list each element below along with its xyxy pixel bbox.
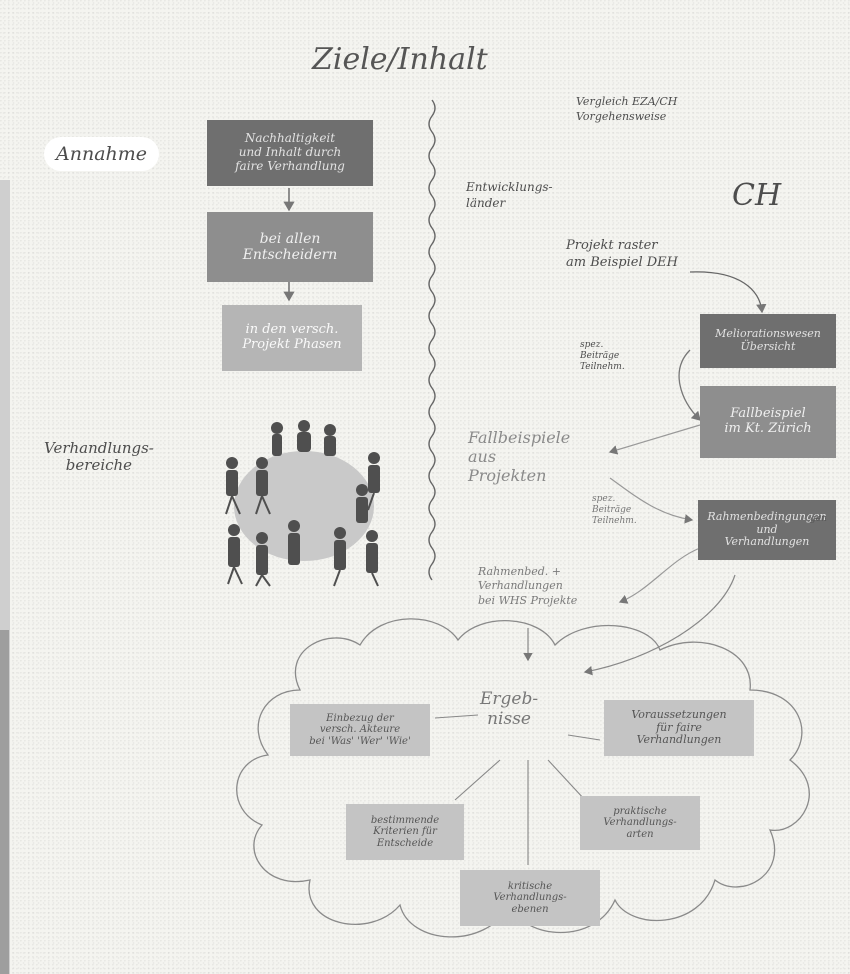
- project-grid-label: Projekt raster am Beispiel DEH: [566, 238, 678, 270]
- result-item-critical-levels: kritische Verhandlungs- ebenen: [460, 870, 600, 926]
- ch-label: CH: [732, 178, 782, 213]
- page-title: Ziele/Inhalt: [312, 42, 488, 77]
- melioration-box: Meliorationswesen Übersicht: [700, 314, 836, 368]
- result-item-prerequisites: Voraussetzungen für faire Verhandlungen: [604, 700, 754, 756]
- case-example-box: Fallbeispiel im Kt. Zürich: [700, 386, 836, 458]
- framework-box-suffix: gen: [810, 514, 827, 524]
- wavy-divider: [428, 99, 436, 581]
- left-box-1: Nachhaltigkeit und Inhalt durch faire Ve…: [207, 120, 373, 186]
- result-item-criteria: bestimmende Kriterien für Entscheide: [346, 804, 464, 860]
- people-illustration: [225, 420, 380, 587]
- case-examples-label: Fallbeispiele aus Projekten: [468, 428, 571, 486]
- assumption-label: Annahme: [44, 137, 160, 171]
- contributions-label-2: spez. Beiträge Teilnehm.: [592, 494, 637, 526]
- results-cloud: [236, 618, 810, 938]
- result-item-actors: Einbezug der versch. Akteure bei 'Was' '…: [290, 704, 430, 756]
- contributions-label-1: spez. Beiträge Teilnehm.: [580, 340, 625, 372]
- result-item-practical-types: praktische Verhandlungs- arten: [580, 796, 700, 850]
- comparison-label: Vergleich EZA/CH Vorgehensweise: [576, 95, 678, 123]
- developing-countries-label: Entwicklungs- länder: [466, 180, 553, 210]
- left-edge-bar: [0, 180, 10, 974]
- framework-box: Rahmenbedingungen und Verhandlungen: [698, 500, 836, 560]
- results-center: Ergeb- nisse: [480, 689, 539, 729]
- left-box-3: in den versch. Projekt Phasen: [222, 305, 362, 371]
- negotiation-areas-label: Verhandlungs- bereiche: [44, 439, 154, 475]
- framework-projects-label: Rahmenbed. + Verhandlungen bei WHS Proje…: [478, 565, 578, 607]
- left-edge-bar-dark: [0, 630, 9, 974]
- left-box-2: bei allen Entscheidern: [207, 212, 373, 282]
